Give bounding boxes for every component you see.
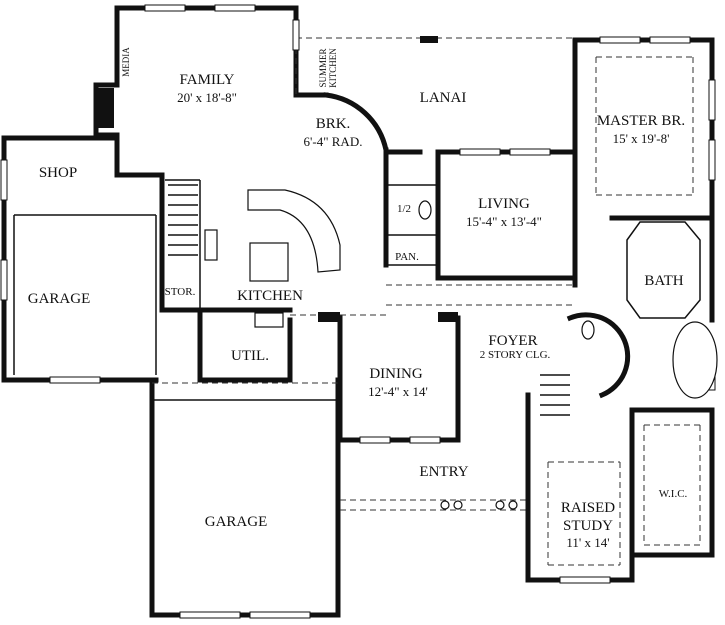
entry-label: ENTRY [419, 464, 468, 480]
master-toilet [581, 320, 595, 340]
storage-label: STOR. [165, 286, 196, 298]
brk-label: BRK. [316, 116, 351, 132]
room-labels: FAMILY 20' x 18'-8" MEDIA SUMMER KITCHEN… [28, 47, 688, 550]
shop-label: SHOP [39, 165, 77, 181]
range [254, 312, 284, 328]
study-label-1: RAISED [561, 500, 615, 516]
utility-label: UTIL. [231, 348, 269, 364]
bath-label: BATH [644, 273, 683, 289]
living-dims: 15'-4" x 13'-4" [466, 214, 542, 229]
fixtures [168, 184, 718, 510]
study-dims: 11' x 14' [566, 535, 609, 550]
wic-label: W.I.C. [659, 488, 688, 500]
living-label: LIVING [478, 196, 530, 212]
foyer-label: FOYER [488, 333, 537, 349]
media-label: MEDIA [121, 47, 131, 77]
master-label: MASTER BR. [597, 113, 685, 129]
dining-dims: 12'-4" x 14' [368, 384, 428, 399]
kitchen-counter [247, 189, 341, 273]
dining-label: DINING [369, 366, 422, 382]
master-dims: 15' x 19'-8' [613, 131, 670, 146]
family-label: FAMILY [180, 72, 235, 88]
half-bath-label: 1/2 [397, 203, 411, 215]
side-garage-label: GARAGE [28, 291, 91, 307]
summer-kitchen-label-2: KITCHEN [328, 48, 338, 88]
sink [204, 229, 218, 261]
lanai-label: LANAI [420, 90, 467, 106]
kitchen-island [249, 242, 289, 282]
study-label-2: STUDY [563, 518, 613, 534]
summer-kitchen-label-1: SUMMER [318, 48, 328, 87]
stair-treads [168, 184, 570, 416]
bathtub [672, 321, 718, 399]
main-garage-label: GARAGE [205, 514, 268, 530]
foyer-note: 2 STORY CLG. [480, 349, 551, 361]
brk-dims: 6'-4" RAD. [304, 134, 363, 149]
pantry-label: PAN. [395, 251, 419, 263]
fireplace [96, 88, 114, 128]
kitchen-label: KITCHEN [237, 288, 303, 304]
toilet [418, 200, 432, 220]
family-dims: 20' x 18'-8" [177, 90, 237, 105]
